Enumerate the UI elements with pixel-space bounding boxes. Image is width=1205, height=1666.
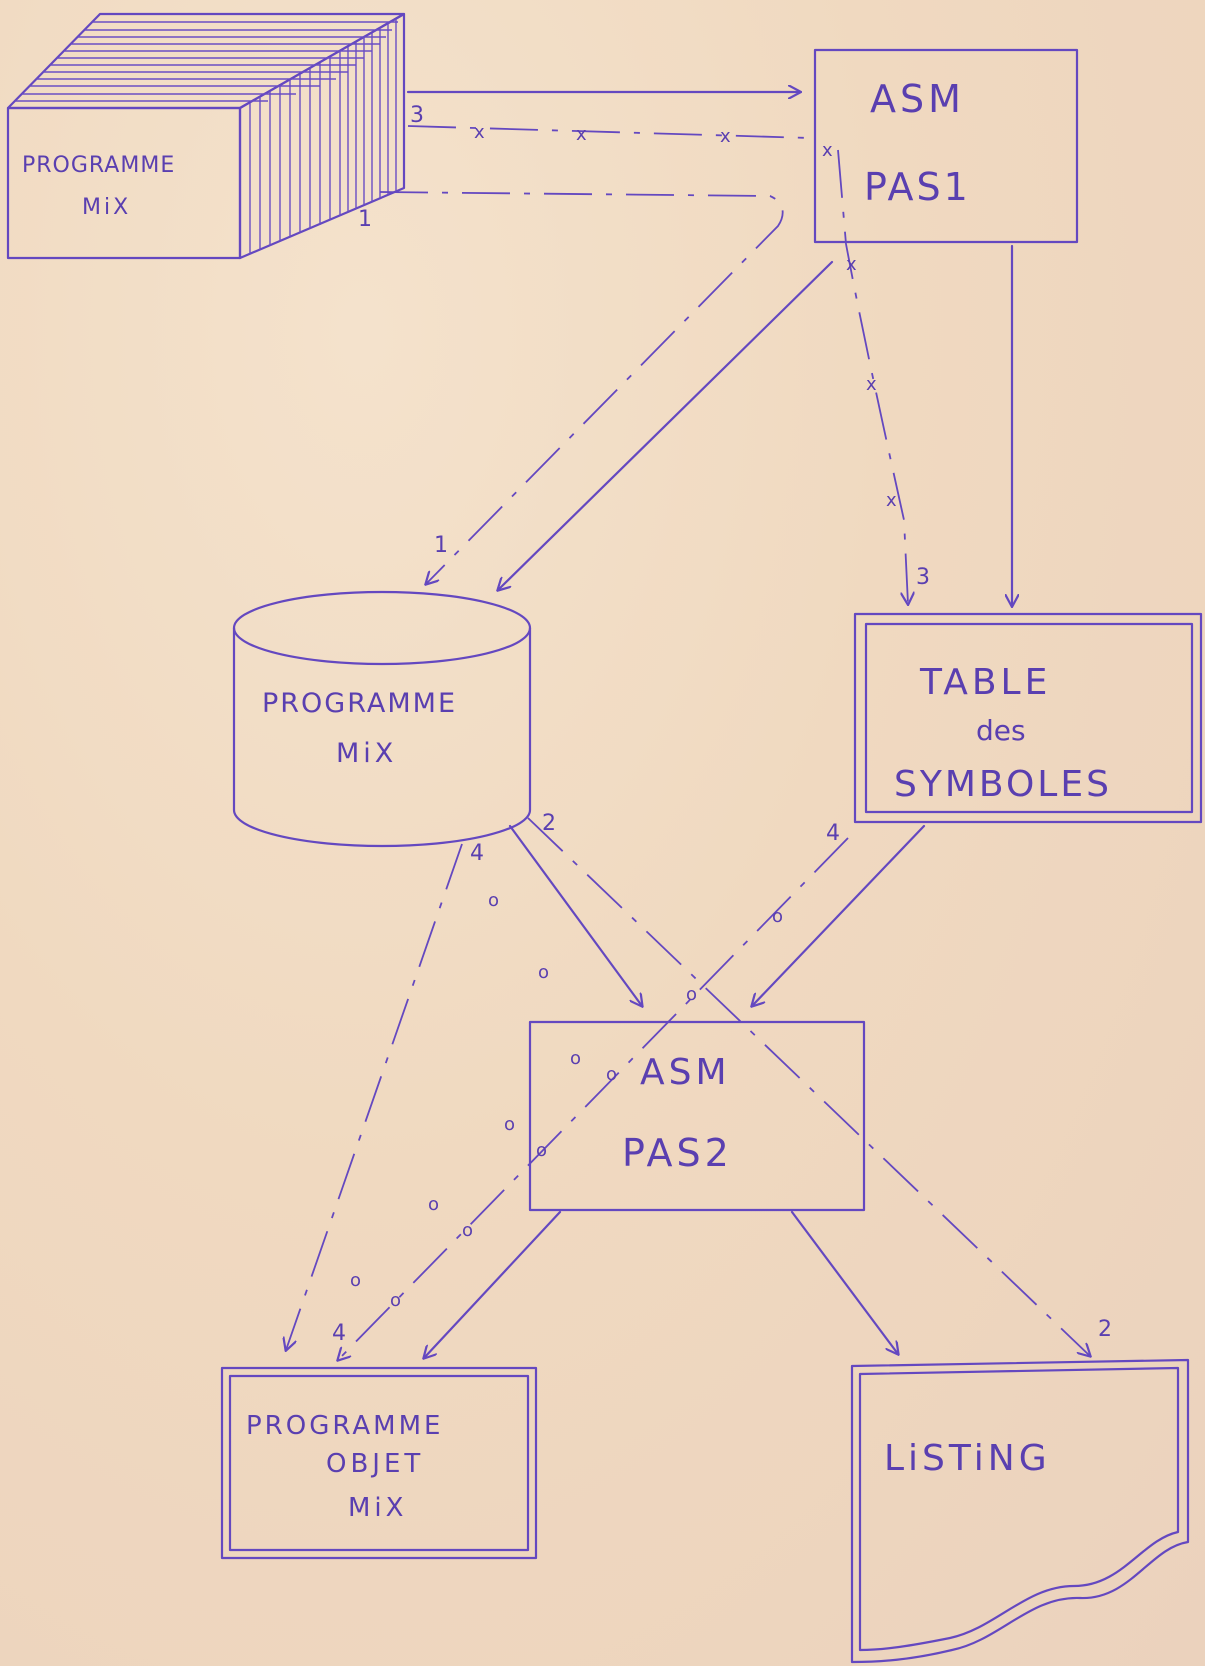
svg-text:x: x [474, 122, 485, 143]
symbol-table-label-3: SYMBOLES [894, 764, 1112, 805]
svg-text:x: x [866, 374, 877, 395]
svg-text:o: o [570, 1048, 581, 1069]
label-object-4: 4 [332, 1321, 346, 1346]
svg-text:o: o [504, 1114, 515, 1135]
object-label-1: PROGRAMME [246, 1411, 443, 1441]
arrow-disk-to-pass2 [510, 826, 642, 1006]
symbol-table-label-2: des [976, 714, 1026, 747]
disk-cylinder: PROGRAMME MiX [234, 592, 530, 846]
label-disk-1: 1 [434, 533, 448, 558]
card-deck-label-1: PROGRAMME [22, 153, 175, 178]
card-side-lines [250, 19, 396, 254]
arrow-pass2-to-listing [792, 1212, 898, 1354]
label-table-3: 3 [916, 565, 930, 590]
card-deck-label-2: MiX [82, 195, 131, 220]
label-deck-1: 1 [358, 207, 372, 232]
svg-text:o: o [536, 1140, 547, 1161]
path1-deck-to-disk [380, 192, 783, 584]
svg-text:x: x [886, 490, 897, 511]
arrow-pass1-to-disk [498, 262, 832, 590]
svg-text:x: x [576, 124, 587, 145]
symbol-table-box: TABLE des SYMBOLES [855, 614, 1201, 822]
svg-text:o: o [428, 1194, 439, 1215]
path2-disk-to-listing [528, 818, 1090, 1356]
svg-text:o: o [390, 1290, 401, 1311]
svg-text:o: o [538, 962, 549, 983]
symbol-table-label-1: TABLE [919, 662, 1051, 703]
pass1-box: ASM PAS1 [815, 50, 1077, 242]
object-program-box: PROGRAMME OBJET MiX [222, 1368, 536, 1558]
path3-x-marks: x x x x x x x [474, 122, 897, 511]
label-listing-2: 2 [1098, 1317, 1112, 1342]
pass2-label-1: ASM [640, 1052, 731, 1093]
path3-deck-to-pass1 [408, 126, 810, 138]
listing-paper: LiSTiNG [852, 1360, 1188, 1662]
path4-disk-to-object [286, 844, 462, 1350]
pass1-label-1: ASM [870, 77, 965, 121]
svg-text:o: o [606, 1064, 617, 1085]
label-deck-3: 3 [410, 103, 424, 128]
pass1-label-2: PAS1 [864, 165, 971, 209]
svg-text:o: o [772, 906, 783, 927]
label-disk-4: 4 [470, 841, 484, 866]
disk-label-2: MiX [336, 738, 397, 769]
svg-text:o: o [488, 890, 499, 911]
pass2-label-2: PAS2 [622, 1131, 733, 1175]
label-table-4: 4 [826, 821, 840, 846]
listing-label: LiSTiNG [884, 1438, 1051, 1479]
svg-text:x: x [822, 140, 833, 161]
svg-text:o: o [462, 1220, 473, 1241]
svg-text:o: o [686, 984, 697, 1005]
object-label-2: OBJET [326, 1449, 424, 1479]
svg-text:o: o [350, 1270, 361, 1291]
label-disk-2: 2 [542, 811, 556, 836]
arrow-pass2-to-object [424, 1212, 560, 1358]
disk-label-1: PROGRAMME [262, 688, 457, 719]
svg-text:x: x [846, 254, 857, 275]
svg-text:x: x [720, 126, 731, 147]
path4-o-marks: o o o o o o o o o o o o [350, 890, 783, 1311]
object-label-3: MiX [348, 1493, 407, 1523]
card-deck: PROGRAMME MiX [8, 14, 404, 258]
